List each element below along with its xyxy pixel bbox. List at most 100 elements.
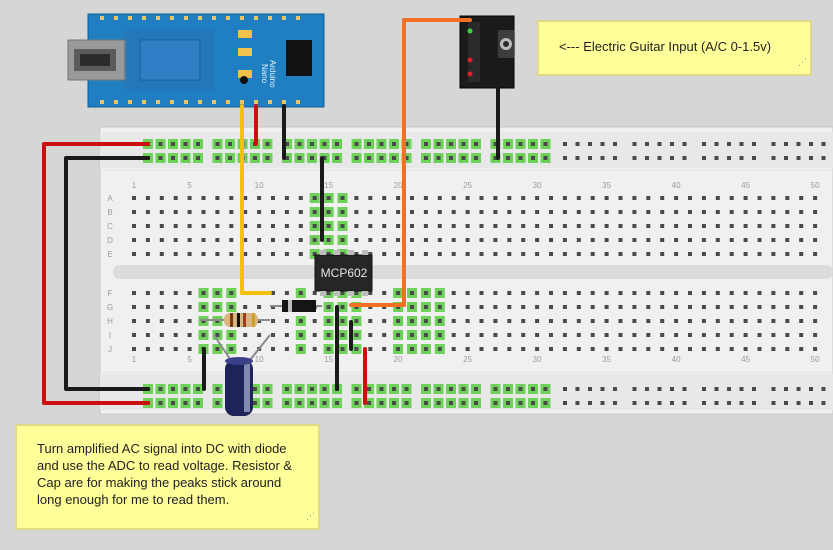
- breadboard-hole: [757, 196, 762, 200]
- power-rail-hole: [796, 142, 801, 146]
- breadboard-hole: [229, 291, 234, 295]
- breadboard-hole: [701, 210, 706, 214]
- power-rail-hole: [322, 142, 327, 146]
- power-rail-hole: [543, 401, 548, 405]
- breadboard-hole: [159, 210, 164, 214]
- breadboard-hole: [410, 305, 414, 309]
- power-rail-hole: [563, 401, 567, 405]
- power-rail-hole: [436, 401, 441, 405]
- breadboard-hole: [229, 252, 234, 256]
- power-rail-hole: [771, 401, 776, 405]
- breadboard-hole: [284, 333, 289, 337]
- breadboard-hole: [145, 319, 150, 323]
- breadboard-hole: [451, 224, 456, 228]
- breadboard-hole: [743, 238, 748, 242]
- row-letter-label: A: [107, 194, 113, 203]
- breadboard-hole: [132, 333, 136, 337]
- breadboard-hole: [729, 252, 734, 256]
- breadboard-hole: [618, 252, 623, 256]
- power-rail-hole: [253, 401, 257, 405]
- power-rail-hole: [752, 156, 756, 160]
- breadboard-hole: [271, 347, 275, 351]
- power-rail-hole: [183, 387, 188, 391]
- arduino-model-label: Nano: [260, 64, 269, 84]
- breadboard-hole: [743, 333, 748, 337]
- power-rail-hole: [563, 142, 567, 146]
- breadboard-hole: [813, 333, 818, 337]
- breadboard-hole: [757, 224, 762, 228]
- breadboard-hole: [674, 291, 679, 295]
- breadboard-hole: [701, 305, 706, 309]
- breadboard-hole: [187, 238, 192, 242]
- breadboard-hole: [743, 347, 748, 351]
- breadboard-hole: [535, 333, 540, 337]
- breadboard-hole: [493, 252, 498, 256]
- breadboard-hole: [340, 238, 345, 242]
- chip-leg: [334, 250, 340, 255]
- header-pin: [128, 16, 132, 20]
- breadboard-hole: [187, 305, 192, 309]
- breadboard-hole: [590, 252, 595, 256]
- breadboard-hole: [688, 333, 692, 337]
- breadboard-hole: [479, 305, 484, 309]
- breadboard-hole: [159, 305, 164, 309]
- breadboard-hole: [215, 196, 220, 200]
- breadboard-hole: [549, 238, 553, 242]
- power-rail-hole: [367, 142, 371, 146]
- breadboard-hole: [340, 224, 345, 228]
- header-pin: [282, 100, 286, 104]
- power-rail-hole: [253, 156, 257, 160]
- breadboard-hole: [312, 196, 317, 200]
- breadboard-hole: [257, 238, 262, 242]
- header-pin: [254, 16, 258, 20]
- power-rail-hole: [392, 387, 396, 391]
- power-rail-hole: [727, 401, 731, 405]
- breadboard-hole: [465, 224, 470, 228]
- power-rail-hole: [404, 387, 409, 391]
- breadboard-hole: [271, 333, 275, 337]
- breadboard-hole: [354, 347, 359, 351]
- power-rail-hole: [632, 401, 637, 405]
- breadboard-hole: [215, 224, 220, 228]
- breadboard-hole: [576, 210, 581, 214]
- breadboard-hole: [771, 291, 776, 295]
- breadboard-hole: [688, 196, 692, 200]
- wire-red-left-loop: [42, 142, 150, 405]
- breadboard-hole: [284, 224, 289, 228]
- breadboard-hole: [785, 305, 790, 309]
- power-rail-hole: [506, 142, 510, 146]
- breadboard-hole: [660, 210, 665, 214]
- note-guitar-input-text: <--- Electric Guitar Input (A/C 0-1.5v): [559, 39, 772, 54]
- power-rail-hole: [474, 156, 478, 160]
- power-rail-hole: [436, 387, 441, 391]
- breadboard-hole: [271, 196, 275, 200]
- power-rail-hole: [354, 401, 359, 405]
- breadboard-hole: [688, 238, 692, 242]
- breadboard-hole: [507, 224, 512, 228]
- breadboard-hole: [229, 305, 234, 309]
- header-pin: [142, 16, 146, 20]
- header-pin: [240, 100, 244, 104]
- breadboard-hole: [382, 333, 387, 337]
- breadboard-hole: [535, 252, 540, 256]
- breadboard-hole: [340, 210, 345, 214]
- breadboard-hole: [701, 252, 706, 256]
- breadboard-hole: [507, 347, 512, 351]
- breadboard-hole: [799, 210, 804, 214]
- breadboard-hole: [396, 210, 401, 214]
- breadboard-hole: [799, 319, 804, 323]
- power-rail-hole: [265, 142, 270, 146]
- breadboard-hole: [437, 305, 442, 309]
- power-rail-hole: [424, 401, 428, 405]
- breadboard-hole: [632, 252, 637, 256]
- breadboard-hole: [326, 238, 331, 242]
- breadboard-hole: [590, 291, 595, 295]
- power-rail-hole: [796, 387, 801, 391]
- breadboard-hole: [354, 224, 359, 228]
- breadboard-hole: [729, 196, 734, 200]
- power-rail-hole: [714, 387, 719, 391]
- power-rail-hole: [771, 387, 776, 391]
- header-pin: [226, 16, 230, 20]
- breadboard-hole: [451, 305, 456, 309]
- breadboard-hole: [423, 333, 428, 337]
